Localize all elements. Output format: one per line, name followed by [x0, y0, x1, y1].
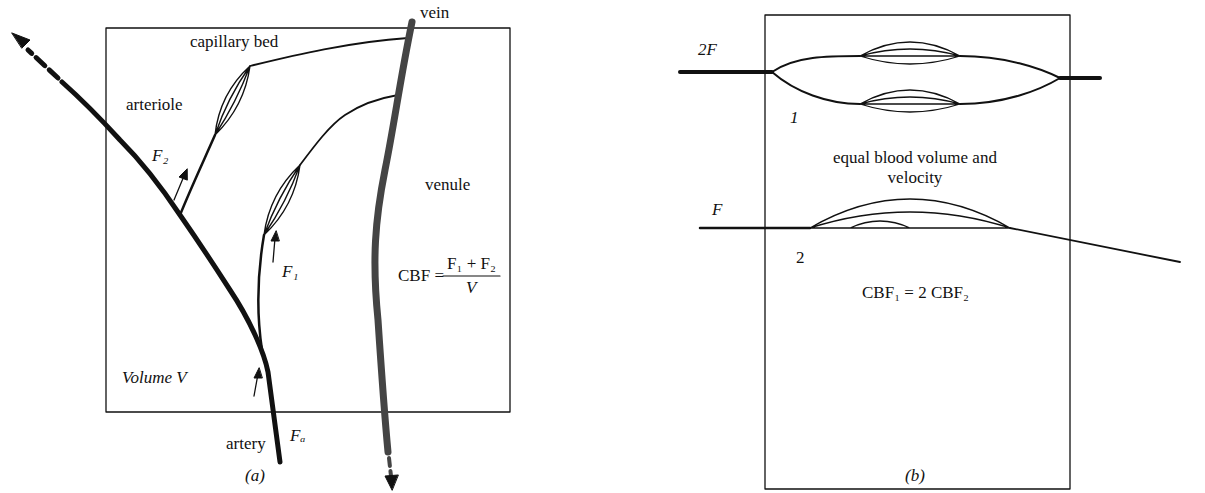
vessel-label: artery — [226, 434, 266, 454]
formula-numerator: F₁ + F₂ — [447, 254, 496, 274]
arrowhead — [12, 33, 30, 48]
flow-symbol: F₁ — [282, 262, 298, 282]
vessel-label: capillary bed — [190, 32, 278, 52]
arrowhead — [271, 231, 279, 241]
flow-symbol: F₂ — [152, 146, 168, 166]
capillary-bed — [215, 66, 250, 135]
arteriole — [772, 72, 1060, 104]
vessel-label: venule — [425, 175, 470, 195]
arteriole — [258, 235, 264, 350]
formula-text: CBF₁ = 2 CBF₂ — [862, 283, 969, 303]
artery — [62, 82, 280, 462]
vein-continuation — [389, 458, 391, 476]
capillary-bed — [860, 42, 960, 64]
vessel-label: vein — [420, 3, 449, 23]
volume-frame — [106, 28, 510, 412]
vessel-label: arteriole — [126, 95, 183, 115]
fraction-bar — [443, 275, 500, 276]
panel-label: (a) — [245, 466, 265, 486]
arteriole — [772, 56, 1060, 78]
volume-label: Volume V — [122, 368, 187, 388]
artery-continuation — [28, 50, 58, 78]
volume-frame — [765, 15, 1070, 489]
venule — [1010, 228, 1180, 262]
flow-symbol: 2F — [698, 40, 717, 60]
capillary-bed — [264, 165, 300, 235]
vein — [375, 22, 412, 452]
capillary-bed — [860, 90, 960, 112]
panel-label: (b) — [905, 466, 925, 486]
arrowhead — [179, 169, 187, 180]
capillary-bed — [810, 199, 1010, 228]
flow-arrow — [273, 238, 275, 262]
flow-symbol: Fₐ — [290, 426, 305, 446]
venule — [300, 95, 398, 165]
formula-denominator: V — [466, 278, 476, 298]
arrowhead — [385, 475, 398, 490]
arrowhead — [254, 368, 262, 378]
flow-symbol: F — [712, 200, 722, 220]
formula-text: CBF = — [398, 266, 444, 286]
vein — [1060, 76, 1100, 80]
arteriole — [700, 227, 810, 230]
bed-number: 1 — [790, 108, 799, 128]
bed-number: 2 — [796, 248, 805, 268]
artery — [680, 70, 772, 74]
flow-arrow — [174, 176, 184, 200]
note-text: equal blood volume and velocity — [820, 148, 1010, 187]
arteriole — [180, 135, 215, 215]
